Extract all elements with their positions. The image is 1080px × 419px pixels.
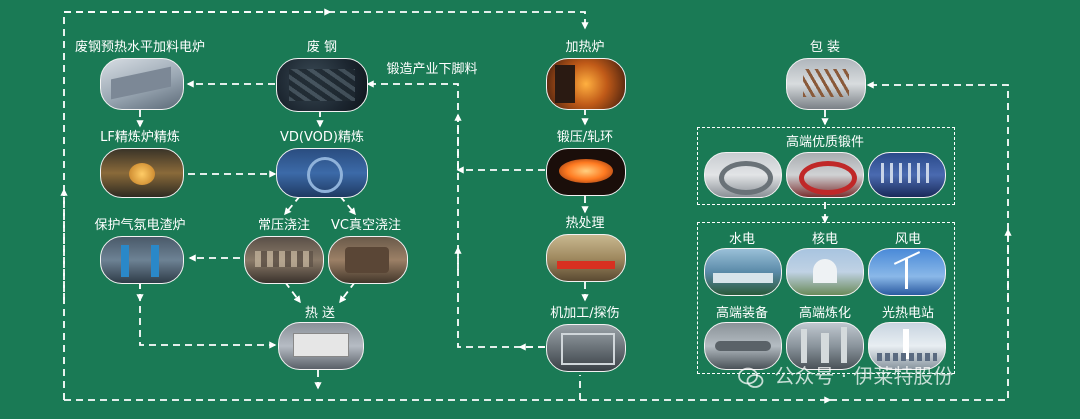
label-heating-furnace: 加热炉 xyxy=(565,40,605,55)
box-hq-forgings xyxy=(697,127,955,205)
connector-bottom-loop xyxy=(64,375,581,401)
label-forging: 锻压/轧环 xyxy=(556,130,614,145)
image-esr-furnace xyxy=(100,236,184,284)
label-heat-treatment: 热处理 xyxy=(565,216,605,231)
image-forging-ring-3 xyxy=(868,152,946,198)
label-lf: LF精炼炉精炼 xyxy=(100,130,180,145)
connector-vd-normal xyxy=(284,195,301,216)
label-vc-cast: VC真空浇注 xyxy=(331,218,401,233)
image-hot-transfer xyxy=(278,322,364,370)
image-hydro xyxy=(704,248,782,296)
label-wind: 风电 xyxy=(894,232,922,247)
image-machining xyxy=(546,324,626,372)
box-applications xyxy=(697,222,955,374)
label-scrap-preheat: 废钢预热水平加料电炉 xyxy=(74,40,206,55)
connector-top-loop xyxy=(63,11,589,300)
label-equipment: 高端装备 xyxy=(715,306,769,321)
connector-normal-hot xyxy=(284,281,301,304)
wechat-icon xyxy=(738,367,764,388)
connector-forging-scrap xyxy=(366,80,459,170)
image-heating-furnace xyxy=(546,58,626,110)
label-chemical: 高端炼化 xyxy=(798,306,852,321)
image-packaging xyxy=(786,58,866,110)
label-hq-forgings: 高端优质锻件 xyxy=(785,135,865,150)
image-heat-treatment xyxy=(546,234,626,282)
image-scrap-steel xyxy=(276,58,368,112)
label-hot-transfer: 热 送 xyxy=(304,306,336,321)
image-wind xyxy=(868,248,946,296)
connector-vd-vc xyxy=(339,195,356,216)
label-esr: 保护气氛电渣炉 xyxy=(94,218,186,233)
label-normal-cast: 常压浇注 xyxy=(257,218,311,233)
connector-bottom-right xyxy=(830,81,1009,401)
label-solar: 光热电站 xyxy=(881,306,935,321)
watermark-text: 公众号 · 伊莱特股份 xyxy=(774,364,954,388)
image-equipment xyxy=(704,322,782,370)
label-forging-scrap: 锻造产业下脚料 xyxy=(386,62,478,77)
image-forging-ring-2 xyxy=(786,152,864,198)
image-chemical xyxy=(786,322,864,370)
connector-vc-hot xyxy=(339,281,356,304)
image-solar xyxy=(868,322,946,370)
image-scrap-preheat-furnace xyxy=(100,58,184,110)
image-lf-furnace xyxy=(100,148,184,198)
label-nuclear: 核电 xyxy=(811,232,839,247)
label-vd: VD(VOD)精炼 xyxy=(280,130,364,145)
connector-esr-hot xyxy=(139,282,277,349)
image-normal-casting xyxy=(244,236,324,284)
image-forging-ring xyxy=(546,148,626,196)
label-machining: 机加工/探伤 xyxy=(550,306,620,321)
label-hydro: 水电 xyxy=(728,232,756,247)
image-nuclear xyxy=(786,248,864,296)
image-vd-refining xyxy=(276,148,368,198)
image-forging-ring-1 xyxy=(704,152,782,198)
watermark: 公众号 · 伊莱特股份 xyxy=(738,360,953,389)
image-vc-casting xyxy=(328,236,408,284)
label-packaging: 包 装 xyxy=(809,40,841,55)
label-scrap: 废 钢 xyxy=(306,40,338,55)
connector-machining-side xyxy=(457,300,545,348)
